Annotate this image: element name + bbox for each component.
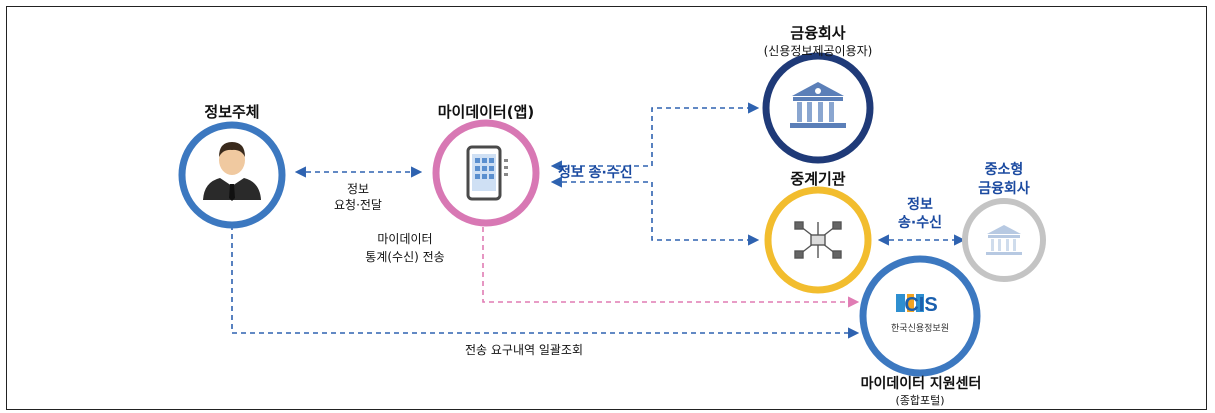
finance-title: 금융회사 bbox=[790, 24, 846, 42]
broker-node bbox=[764, 186, 872, 294]
arrow-app-broker bbox=[550, 176, 760, 246]
small-finance-node bbox=[962, 198, 1046, 282]
support-title: 마이데이터 지원센터 bbox=[860, 376, 982, 392]
edge-app-support-line2: 통계(수신) 전송 bbox=[365, 250, 445, 264]
edge-subject-app-line2: 요청·전달 bbox=[334, 198, 382, 212]
finance-node bbox=[762, 52, 874, 164]
app-node bbox=[432, 119, 540, 227]
support-subtitle: (종합포털) bbox=[895, 394, 945, 407]
edge-app-finance-label: 정보 송·수신 bbox=[558, 165, 633, 181]
edge-broker-small-line2: 송·수신 bbox=[898, 215, 942, 231]
arrow-subject-support bbox=[231, 225, 860, 339]
app-title: 마이데이터(앱) bbox=[437, 103, 535, 121]
cis-logo: CIS 한국신용정보원 bbox=[891, 294, 949, 334]
support-center-node: CIS 한국신용정보원 bbox=[859, 255, 981, 377]
edge-broker-small-line1: 정보 bbox=[907, 197, 933, 213]
small-finance-title-line2: 금융회사 bbox=[978, 181, 1030, 197]
arrow-app-finance bbox=[550, 102, 760, 172]
bank-small-icon bbox=[986, 225, 1022, 255]
diagram-frame bbox=[6, 6, 1207, 410]
edge-subject-support-label: 전송 요구내역 일괄조회 bbox=[464, 343, 584, 357]
smartphone-icon bbox=[466, 145, 508, 201]
edge-subject-app-line1: 정보 bbox=[346, 182, 370, 196]
network-hub-icon bbox=[794, 221, 842, 259]
cis-logo-text: CIS bbox=[904, 294, 937, 316]
subject-title: 정보주체 bbox=[204, 103, 260, 121]
subject-node bbox=[178, 121, 286, 229]
person-icon bbox=[203, 142, 261, 201]
arrow-app-support bbox=[482, 218, 860, 308]
broker-title: 중계기관 bbox=[790, 170, 846, 188]
cis-logo-caption: 한국신용정보원 bbox=[891, 323, 949, 334]
bank-icon bbox=[790, 82, 846, 128]
finance-subtitle: (신용정보제공이용자) bbox=[763, 44, 873, 58]
small-finance-title-line1: 중소형 bbox=[984, 162, 1024, 178]
edge-app-support-line1: 마이데이터 bbox=[377, 232, 433, 246]
